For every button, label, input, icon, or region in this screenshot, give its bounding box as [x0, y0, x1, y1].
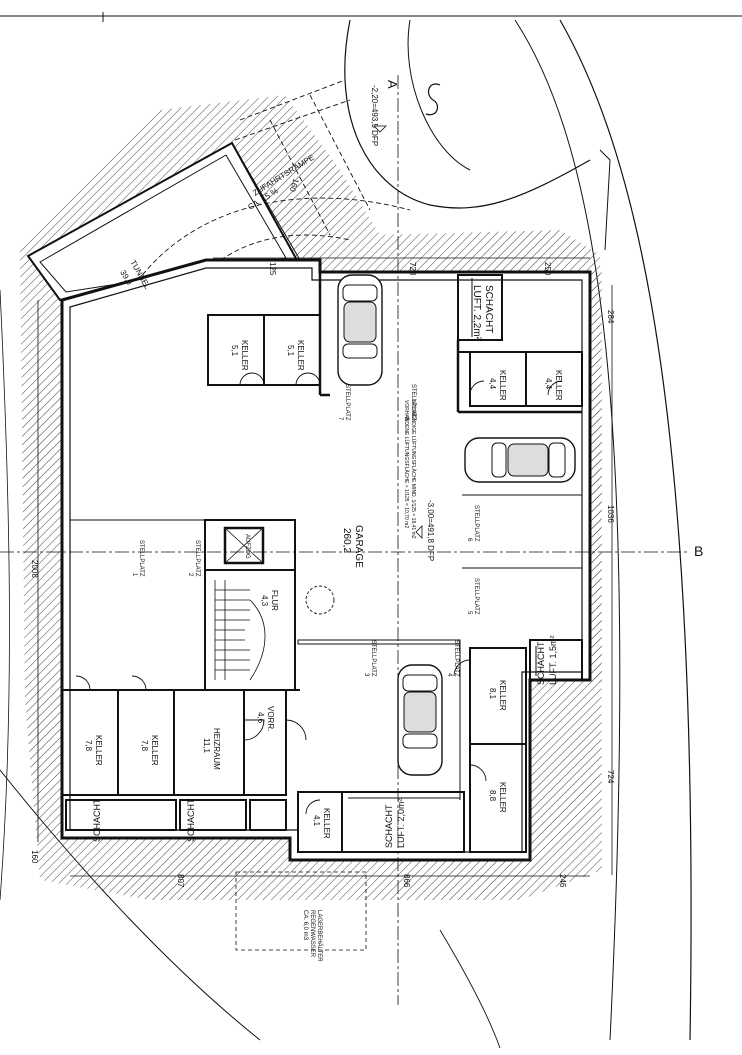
soil-hatch	[592, 272, 602, 682]
car-1	[337, 274, 383, 386]
keller-2-name: KELLER	[296, 340, 305, 371]
level-garage-symbol	[415, 525, 423, 539]
dim-bottom-2: 866	[402, 874, 411, 888]
parking-labels: STELLPLATZ 1 STELLPLATZ 2 STELLPLATZ 3 S…	[131, 384, 479, 677]
shaft-bottom-area: LUFT. 2,0m²	[396, 798, 406, 848]
keller-3-area: 4,4	[488, 378, 497, 390]
boundary-line	[599, 149, 611, 251]
shaft-top-area: LUFT. 2,2m²	[471, 285, 482, 341]
dim-top-2: 728	[408, 262, 417, 276]
vent-note-2: VORHANDENE LÜFTUNGSFLÄCHE > 1/125 = 10,7…	[403, 400, 410, 528]
keller-5-area: 7,8	[84, 740, 93, 752]
level-garage: -3,00=491,8 DFP	[426, 500, 435, 561]
level-top: -2,20=493,5 DFP	[370, 85, 379, 146]
vent-note-1: NOTWENDIGE LÜFTUNGSFLÄCHE MIND. 1/125 = …	[410, 400, 417, 539]
keller-7-name: KELLER	[322, 808, 331, 839]
parking-number: 7	[337, 417, 343, 421]
keller-5-name: KELLER	[94, 735, 103, 766]
parking-number: 4	[446, 673, 452, 677]
shaft-top-name: SCHACHT	[483, 285, 494, 333]
keller-4-area: 4,4	[544, 378, 553, 390]
parking-number: 2	[187, 573, 193, 577]
flur-name: FLUR	[270, 590, 279, 611]
parking-number: 3	[363, 673, 369, 677]
terrain-line	[514, 19, 621, 1041]
dim-left-small: 160	[30, 850, 39, 864]
driveway-curve	[344, 19, 591, 209]
heiz-name: HEIZRAUM	[212, 728, 221, 770]
level-top-symbol	[373, 125, 387, 133]
keller-8-area: 8,1	[488, 688, 497, 700]
vorr-area: 4,6	[256, 712, 265, 724]
parking-number: 5	[466, 611, 472, 615]
section-marker-b: B	[694, 543, 703, 559]
parking-label: STELLPLATZ	[138, 540, 144, 577]
dimension-lines	[37, 257, 613, 877]
shaft-right-name: SCHACHT	[536, 641, 546, 685]
door-swings	[75, 372, 563, 815]
driveway-curve	[407, 19, 471, 171]
shaft-right-area: LUFT. 1,5m²	[548, 635, 558, 685]
parking-label: STELLPLATZ	[473, 578, 479, 615]
keller-2-area: 5,1	[286, 345, 295, 357]
dim-bottom-3: 246	[558, 874, 567, 888]
storage-name: LAGERBEHÄLTER	[316, 910, 323, 962]
terrain-line	[559, 19, 692, 1041]
dim-top-1: 125	[268, 262, 277, 276]
shaft-left-1: SCHACHT	[92, 798, 102, 842]
flur-area: 4,3	[260, 595, 269, 607]
vorr-name: VORR.	[266, 706, 275, 731]
lift-name: AUFZUG	[244, 534, 250, 559]
shaft-bottom-name: SCHACHT	[384, 804, 394, 848]
parking-label: STELLPLATZ	[370, 640, 376, 677]
parking-label: STELLPLATZ	[194, 540, 200, 577]
parking-number: 8	[403, 417, 409, 421]
keller-7-area: 4,1	[312, 815, 321, 827]
section-marker-a: A	[385, 80, 400, 89]
parking-label: STELLPLATZ	[410, 384, 416, 421]
parking-number: 1	[131, 573, 137, 577]
keller-4-name: KELLER	[554, 370, 563, 401]
keller-9-area: 8,8	[488, 790, 497, 802]
keller-9-name: KELLER	[498, 782, 507, 813]
parking-label: STELLPLATZ	[344, 384, 350, 421]
parking-label: STELLPLATZ	[473, 505, 479, 542]
keller-1-name: KELLER	[240, 340, 249, 371]
dim-bottom-1: 807	[176, 874, 185, 888]
parking-number: 6	[466, 538, 472, 542]
dim-right-2: 1036	[606, 505, 615, 523]
interior-walls	[61, 272, 583, 853]
car-3	[397, 664, 443, 776]
keller-8-name: KELLER	[498, 680, 507, 711]
dim-right-1: 284	[606, 310, 615, 324]
dim-top-3: 250	[543, 262, 552, 276]
terrain-line	[0, 289, 10, 901]
dim-ramp: 160	[287, 177, 300, 193]
keller-1-area: 5,1	[230, 345, 239, 357]
car-2	[464, 437, 576, 483]
shaft-left-2: SCHACHT	[186, 798, 196, 842]
storage-tank-outline	[235, 871, 367, 951]
garage-name: GARAGE	[353, 525, 364, 568]
terrain-line	[439, 929, 501, 1049]
keller-6-area: 7,8	[140, 740, 149, 752]
parking-label: STELLPLATZ	[453, 640, 459, 677]
heiz-area: 11,1	[202, 738, 211, 754]
dim-right-3: 724	[606, 770, 615, 784]
keller-3-name: KELLER	[498, 370, 507, 401]
storage-sub: REGENWASSER	[309, 910, 315, 958]
s-mark	[425, 83, 441, 116]
garage-area: 260,2	[341, 528, 352, 553]
storage-vol: CA. 6,0 m3	[302, 910, 308, 941]
dim-left-total: 2008	[30, 560, 39, 578]
keller-6-name: KELLER	[150, 735, 159, 766]
dimension-texts: 125 728 250 284 1036 724 807 866 246 200…	[30, 177, 615, 888]
